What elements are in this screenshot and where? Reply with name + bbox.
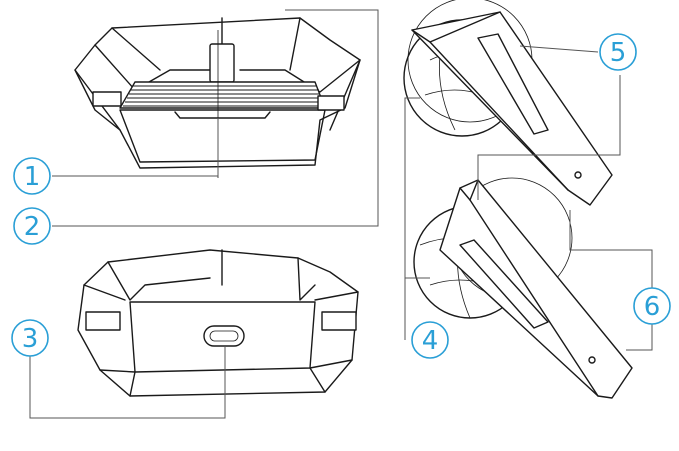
- callout-1: 1: [13, 157, 51, 195]
- case-grille: [123, 85, 324, 107]
- leader-lines: [29, 9, 653, 419]
- earbud-lower: [413, 177, 633, 399]
- callout-4: 4: [411, 321, 449, 359]
- svg-text:2: 2: [24, 212, 41, 242]
- case-front-view: [74, 17, 361, 178]
- svg-text:4: 4: [422, 326, 439, 356]
- svg-text:6: 6: [644, 292, 661, 322]
- case-back-view: [77, 249, 359, 397]
- callout-3: 3: [11, 319, 49, 357]
- earbud-upper: [403, 0, 613, 206]
- svg-text:5: 5: [610, 38, 627, 68]
- callout-6: 6: [633, 287, 671, 325]
- svg-text:3: 3: [22, 324, 39, 354]
- svg-text:1: 1: [24, 162, 41, 192]
- callout-2: 2: [13, 207, 51, 245]
- callout-5: 5: [599, 33, 637, 71]
